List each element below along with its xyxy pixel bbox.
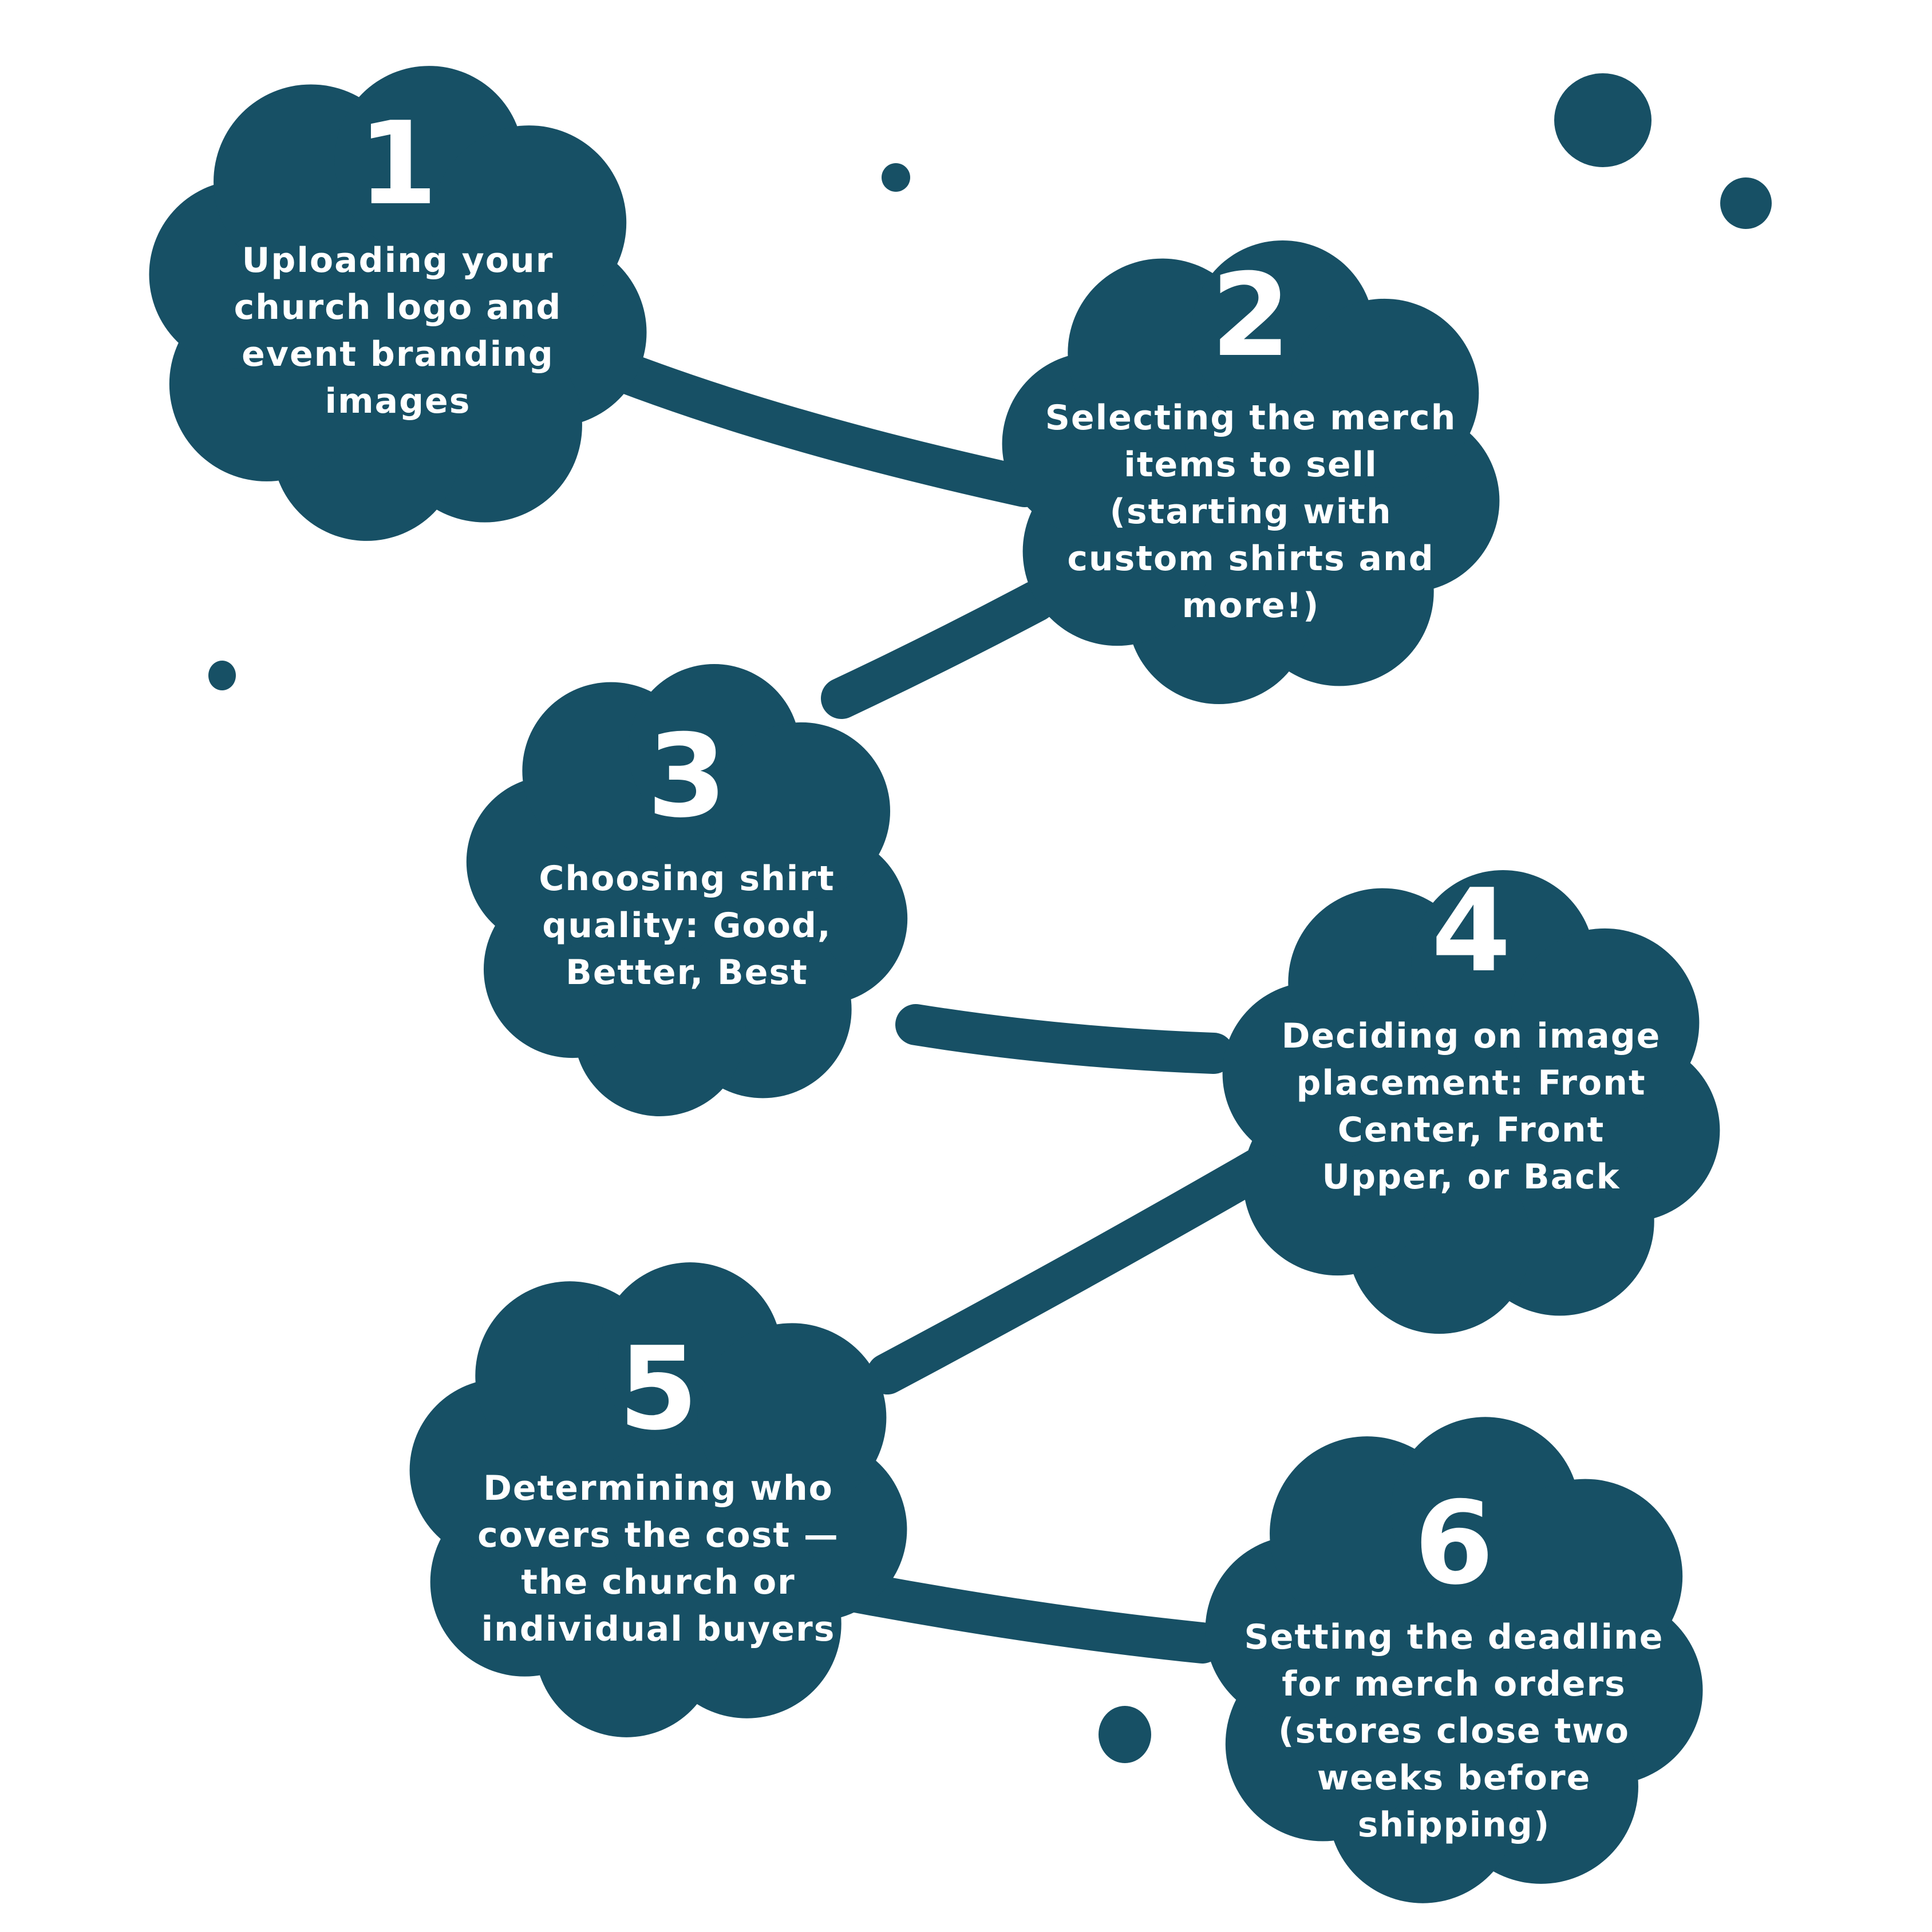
step-description-line: Deciding on image xyxy=(1282,1016,1661,1056)
cloud-lobe xyxy=(1488,1479,1683,1674)
step-description-line: items to sell xyxy=(1124,445,1377,485)
connector-5-6 xyxy=(832,1571,1223,1664)
step-description-line: placement: Front xyxy=(1296,1063,1646,1103)
step-number: 1 xyxy=(358,97,437,231)
connector-4-5 xyxy=(867,1147,1280,1394)
step-number: 5 xyxy=(618,1322,698,1456)
step-description-line: (stores close two xyxy=(1278,1711,1630,1751)
cloud-lobe xyxy=(432,125,627,321)
connector-2-3 xyxy=(821,580,1057,719)
decorative-dots xyxy=(208,73,1772,1763)
decorative-dot xyxy=(1099,1706,1151,1763)
connector-3-4 xyxy=(895,1004,1234,1074)
step-description-line: Selecting the merch xyxy=(1045,398,1457,438)
step-description-line: more!) xyxy=(1182,586,1320,626)
connector-1-2 xyxy=(603,351,1045,507)
decorative-dot xyxy=(1720,177,1772,229)
step-description-line: Setting the deadline xyxy=(1244,1617,1664,1657)
cloud-lobe xyxy=(697,1323,887,1512)
step-description-line: church logo and xyxy=(234,287,562,327)
step-description-line: shipping) xyxy=(1358,1805,1551,1845)
step-description-line: images xyxy=(325,381,471,421)
step-description-line: for merch orders xyxy=(1282,1664,1626,1704)
cloud-lobe xyxy=(1510,928,1700,1117)
step-description-line: Center, Front xyxy=(1338,1110,1605,1150)
step-description-line: quality: Good, xyxy=(542,906,831,946)
step-description-line: weeks before xyxy=(1317,1758,1591,1798)
step-description-line: covers the cost — xyxy=(477,1515,839,1555)
cloud-lobe xyxy=(1290,298,1479,488)
step-description-line: Determining who xyxy=(483,1468,833,1508)
connectors xyxy=(603,351,1280,1664)
step-number: 4 xyxy=(1431,864,1511,998)
step-description-line: individual buyers xyxy=(481,1609,836,1649)
step-description-line: (starting with xyxy=(1109,492,1392,532)
step-description-line: the church or xyxy=(521,1562,796,1602)
step-description-line: event branding xyxy=(242,334,554,374)
step-description-line: Better, Best xyxy=(566,953,808,993)
step-description-line: Uploading your xyxy=(242,240,554,280)
step-number: 6 xyxy=(1414,1477,1494,1610)
step-description-line: Choosing shirt xyxy=(539,859,835,899)
cloud-lobe xyxy=(713,722,891,900)
decorative-dot xyxy=(882,163,910,192)
step-description-line: custom shirts and xyxy=(1067,539,1434,579)
decorative-dot xyxy=(208,661,236,690)
decorative-dot xyxy=(1554,73,1652,167)
step-description-line: Upper, or Back xyxy=(1322,1157,1620,1197)
step-number: 3 xyxy=(647,710,726,843)
step-number: 2 xyxy=(1211,249,1290,382)
